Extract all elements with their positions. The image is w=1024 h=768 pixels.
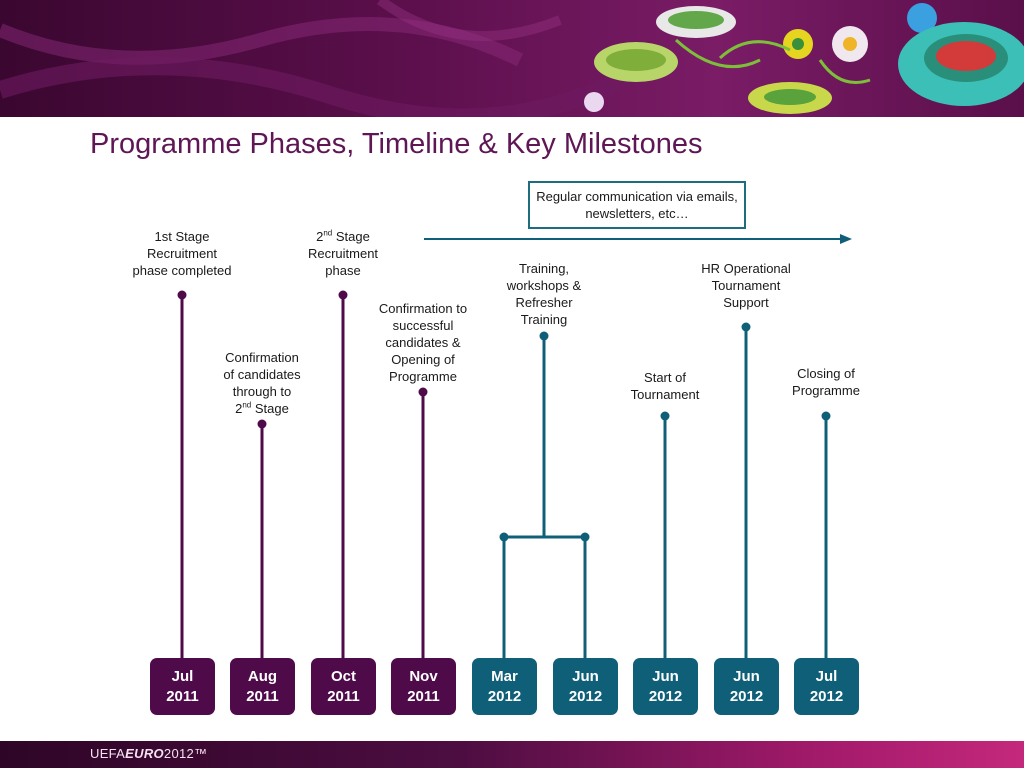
date-year: 2012 [568,687,603,705]
date-month: Jun [572,667,599,685]
milestone-label: HR Operational Tournament Support [701,261,791,310]
date-month: Oct [330,667,356,685]
footer-bar: UEFAEURO2012™ [0,741,1024,768]
milestone-dot [821,411,831,421]
date-year: 2012 [487,687,522,705]
milestone-label: Closing of Programme [792,366,860,398]
page-title: Programme Phases, Timeline & Key Milesto… [90,128,703,160]
milestone-label: Confirmation of candidates through to 2n… [223,350,301,416]
milestone-date: Mar 2012 [472,658,537,715]
milestone-date: Jun 2012 [553,658,618,715]
milestone-label: Training, workshops & Refresher Training [506,261,582,327]
training-dot [539,331,549,341]
milestone-date: Jul 2011 [150,658,215,715]
header-banner [0,0,1024,117]
date-month: Mar [491,667,518,685]
communication-note-box: Regular communication via emails, newsle… [528,181,746,229]
date-month: Jun [733,667,760,685]
milestone-date: Aug 2011 [230,658,295,715]
communication-note: Regular communication via emails, newsle… [536,189,738,221]
communication-arrowhead [840,234,852,244]
milestone-label: Confirmation to successful candidates & … [378,301,468,384]
milestone-label: 2nd Stage Recruitment phase [307,228,379,278]
milestone-date: Jul 2012 [794,658,859,715]
milestone-dot [741,322,751,332]
date-month: Jun [652,667,679,685]
ordinal-suffix: nd [323,228,333,238]
date-month: Nov [409,667,438,685]
date-year: 2011 [327,687,360,705]
date-year: 2011 [166,687,199,705]
euro2012-stadium-artwork [0,0,1024,117]
milestone-dot [418,387,428,397]
milestone-date: Jun 2012 [633,658,698,715]
date-year: 2011 [407,687,440,705]
milestone-date: Oct 2011 [311,658,376,715]
milestone-date: Nov 2011 [391,658,456,715]
date-year: 2011 [246,687,279,705]
milestone-dot [338,290,348,300]
milestone-label: 1st Stage Recruitment phase completed [132,229,232,278]
ordinal-suffix: nd [242,400,252,410]
uefa-euro-2012-logo: UEFAEURO2012™ [90,746,208,761]
milestone-date: Jun 2012 [714,658,779,715]
date-year: 2012 [648,687,683,705]
milestone-dot [177,290,187,300]
date-year: 2012 [809,687,844,705]
milestone-label: Start of Tournament [630,370,700,402]
date-month: Aug [247,667,278,685]
date-month: Jul [815,667,838,685]
date-month: Jul [171,667,194,685]
milestone-dot [660,411,670,421]
date-year: 2012 [729,687,764,705]
milestone-dot [257,419,267,429]
